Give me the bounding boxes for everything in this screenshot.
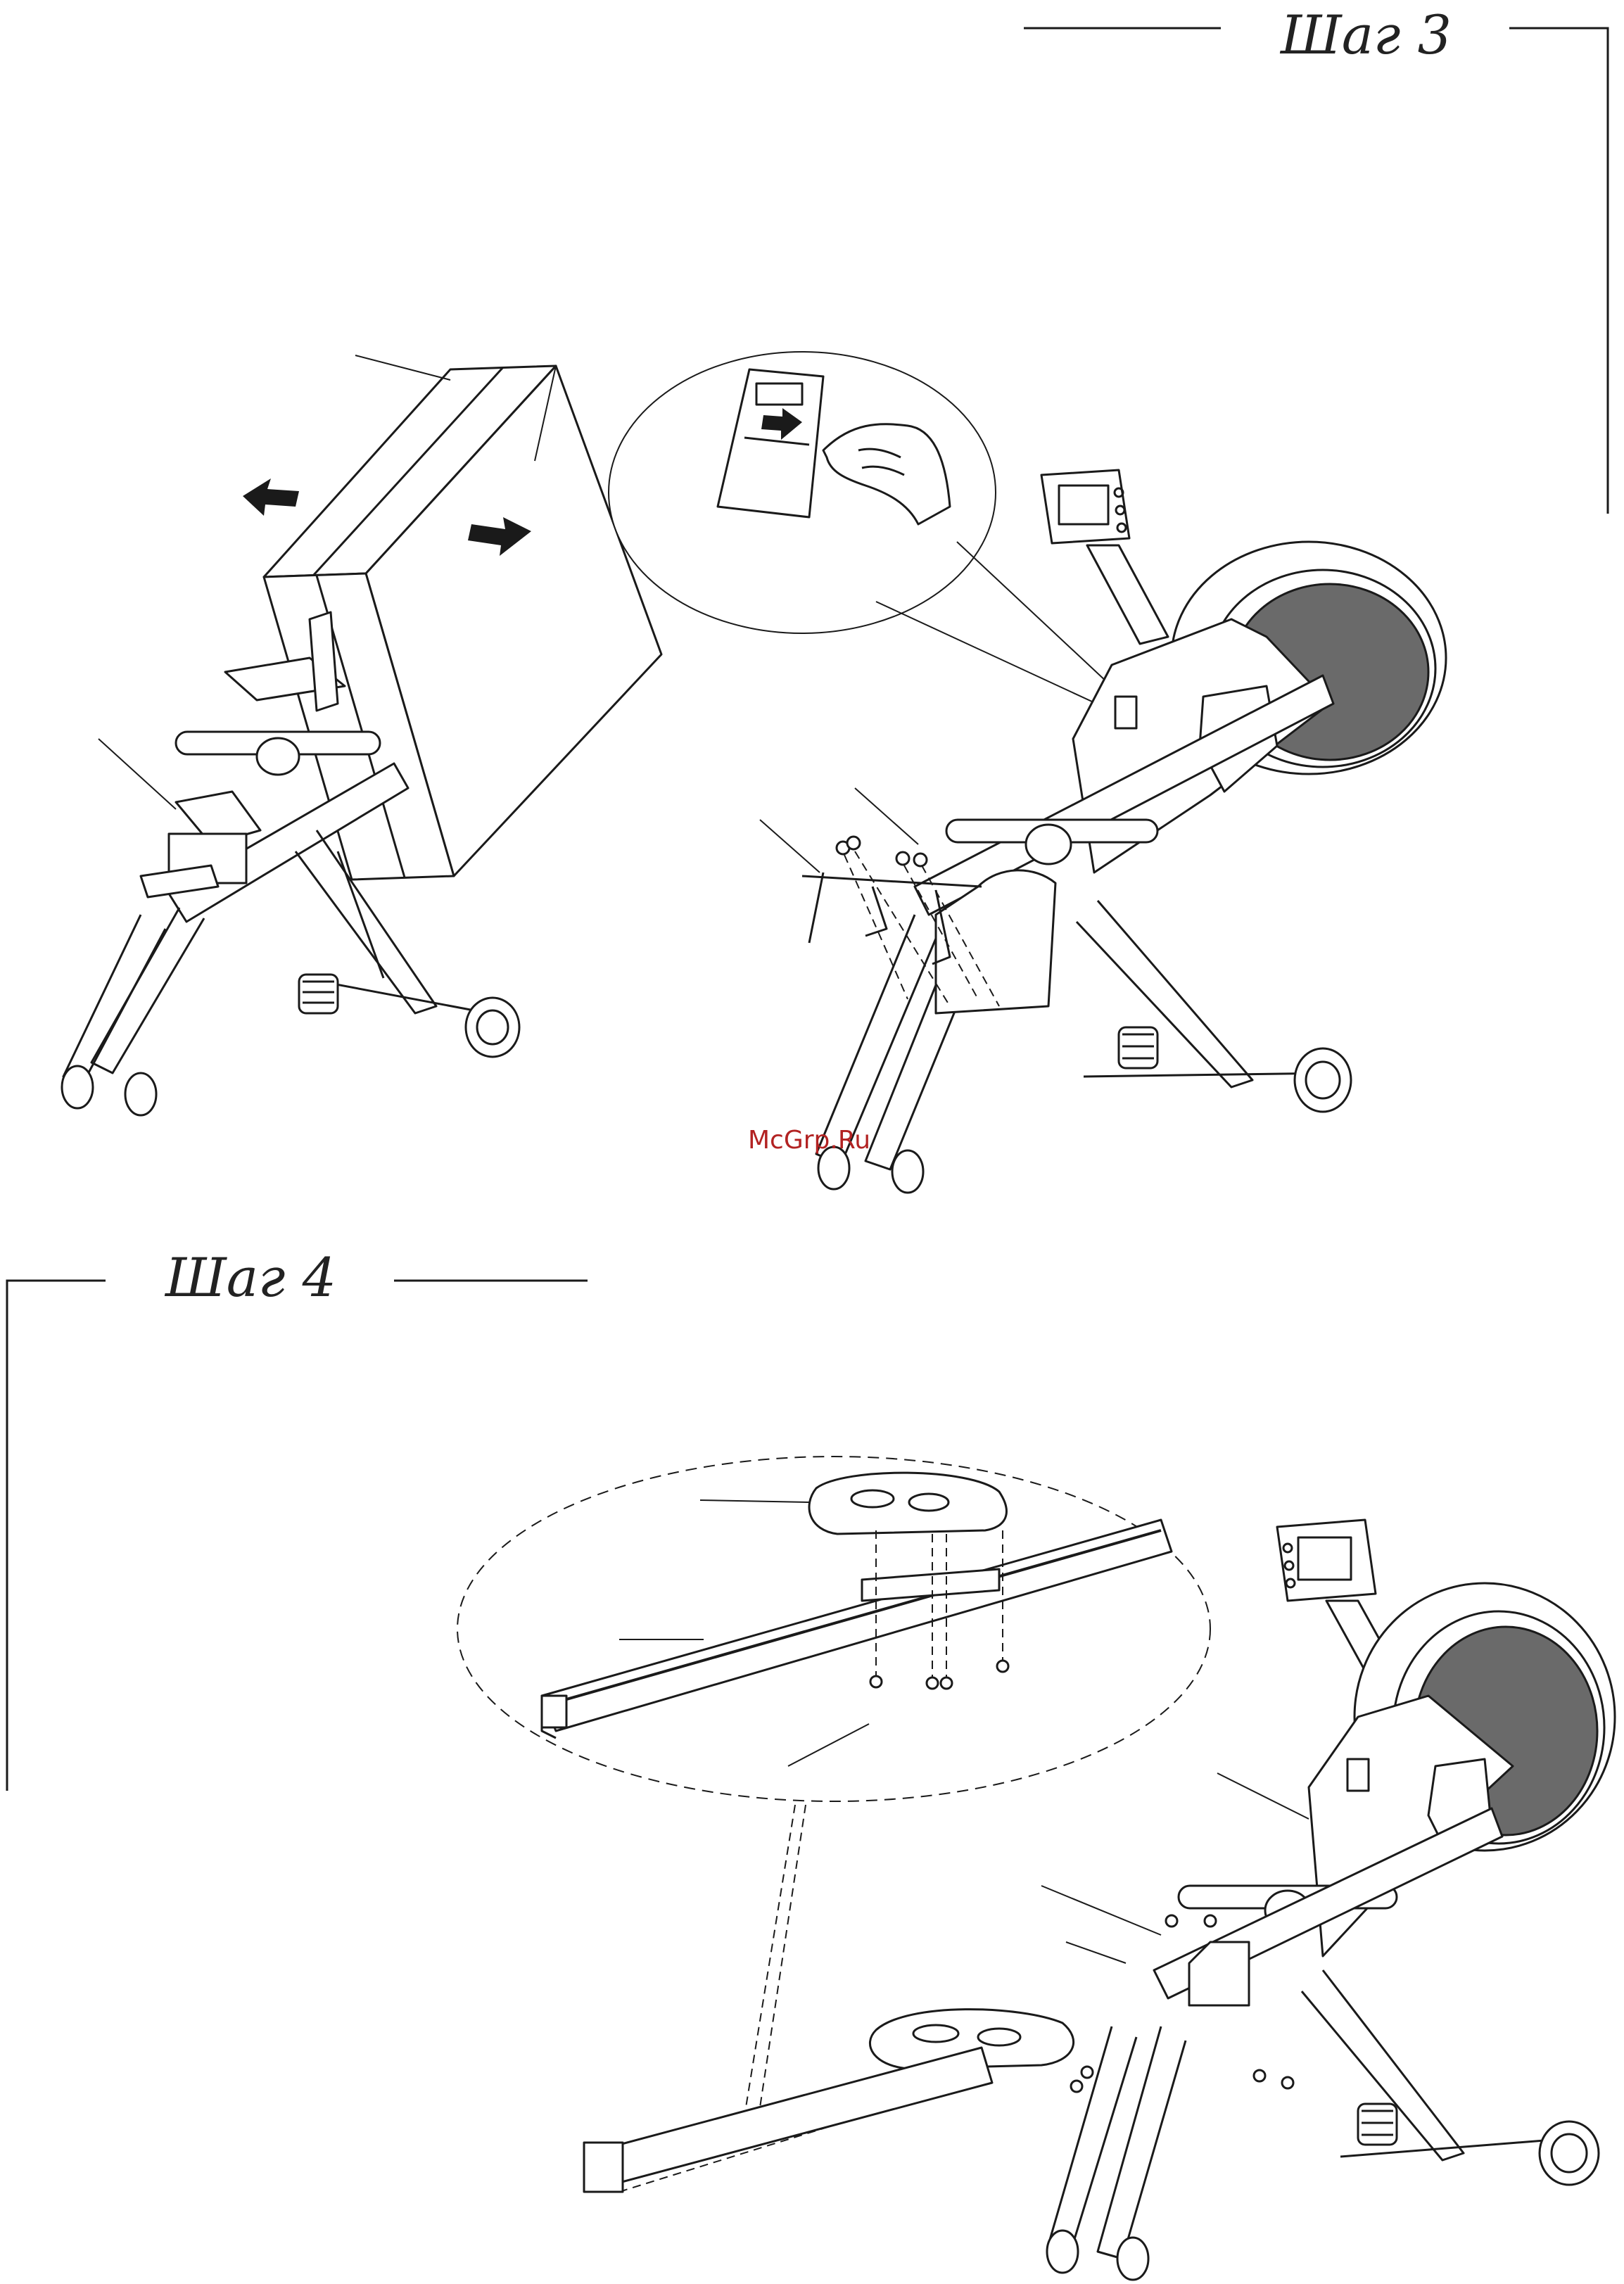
step4-illustration xyxy=(0,0,1624,2284)
